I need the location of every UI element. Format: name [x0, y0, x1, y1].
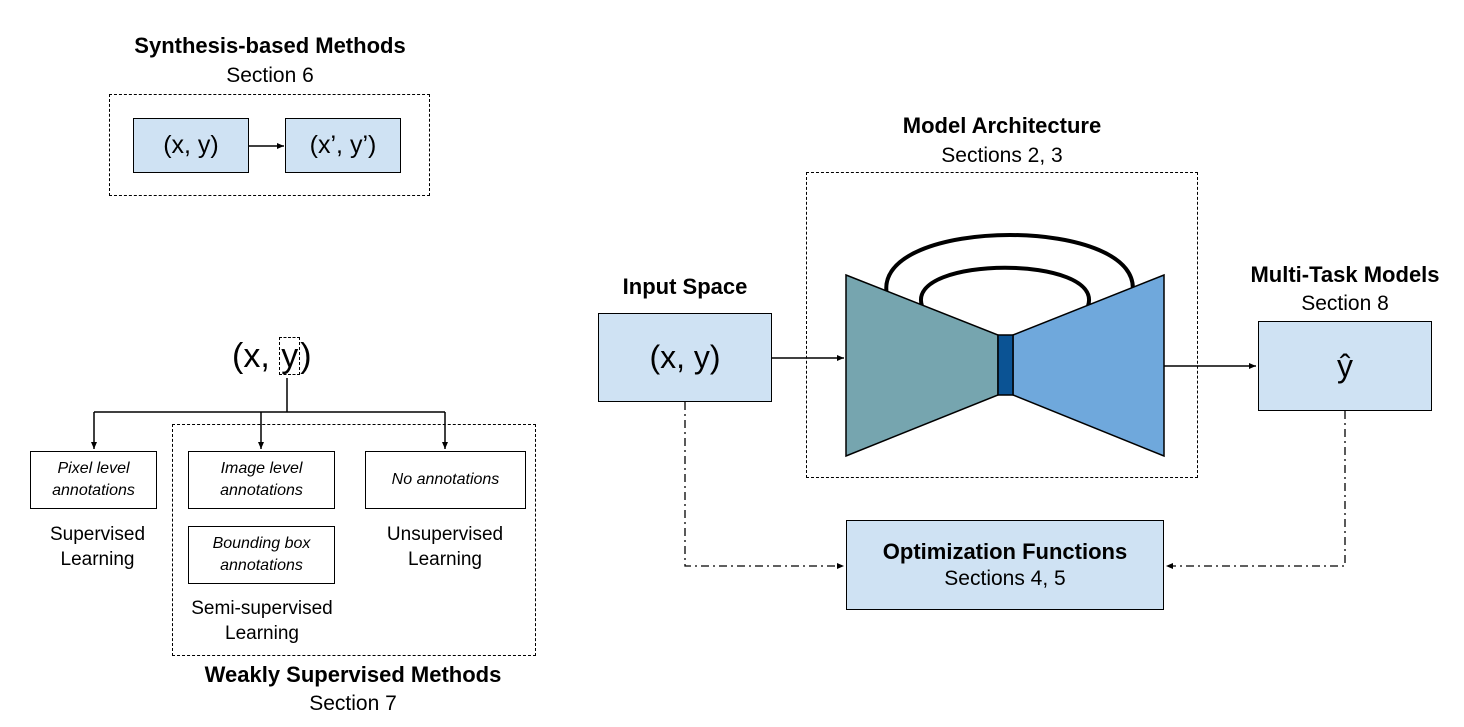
multitask-box: ŷ: [1258, 321, 1432, 411]
unsupervised-learning-label: Unsupervised Learning: [386, 524, 504, 570]
input-to-optimization-arrow: [684, 402, 844, 569]
output-to-optimization-arrow: [1166, 411, 1346, 569]
multitask-value: ŷ: [1337, 347, 1353, 384]
model-section: Sections 2, 3: [941, 144, 1063, 167]
supervised-learning-label: Supervised Learning: [49, 524, 146, 570]
image-annotations-label: Image level annotations: [220, 460, 303, 499]
no-annotations-box: No annotations: [365, 451, 526, 509]
synthesis-output-box: (x’, y’): [285, 118, 401, 173]
weak-root-label: (x, y): [232, 336, 312, 376]
semi-supervised-learning-label: Semi-supervised Learning: [191, 598, 333, 644]
weak-section: Section 7: [309, 692, 397, 715]
weak-title: Weakly Supervised Methods: [204, 662, 502, 687]
optimization-section: Sections 4, 5: [944, 567, 1066, 590]
pixel-annotations-label: Pixel level annotations: [52, 460, 135, 499]
weak-root-close: ): [300, 337, 312, 375]
skip-connection-outer: [884, 233, 1135, 296]
bbox-annotations-box: Bounding box annotations: [188, 526, 335, 584]
bbox-annotations-label: Bounding box annotations: [212, 535, 311, 574]
optimization-title: Optimization Functions: [882, 539, 1128, 564]
weak-root-x: (x,: [232, 337, 270, 375]
image-annotations-box: Image level annotations: [188, 451, 335, 509]
synthesis-title: Synthesis-based Methods: [134, 33, 406, 58]
synthesis-section: Section 6: [226, 64, 314, 87]
pixel-annotations-box: Pixel level annotations: [30, 451, 157, 509]
skip-connection-inner: [919, 265, 1091, 307]
input-space-title: Input Space: [622, 274, 748, 299]
optimization-box: Optimization Functions Sections 4, 5: [846, 520, 1164, 610]
synthesis-input-label: (x, y): [163, 131, 219, 159]
no-annotations-label: No annotations: [391, 471, 500, 488]
synthesis-group-border: [109, 94, 430, 196]
model-title: Model Architecture: [902, 113, 1102, 138]
weak-tree-connector: [91, 378, 448, 449]
multitask-title: Multi-Task Models: [1250, 262, 1440, 287]
weak-group-border: [172, 424, 536, 656]
weak-root-y: y: [279, 337, 301, 375]
synthesis-output-label: (x’, y’): [309, 131, 377, 159]
model-group-border: [806, 172, 1198, 478]
multitask-section: Section 8: [1301, 292, 1389, 315]
bottleneck-shape: [997, 334, 1014, 396]
synthesis-input-box: (x, y): [133, 118, 249, 173]
input-space-value: (x, y): [649, 339, 721, 375]
input-space-box: (x, y): [598, 313, 772, 402]
